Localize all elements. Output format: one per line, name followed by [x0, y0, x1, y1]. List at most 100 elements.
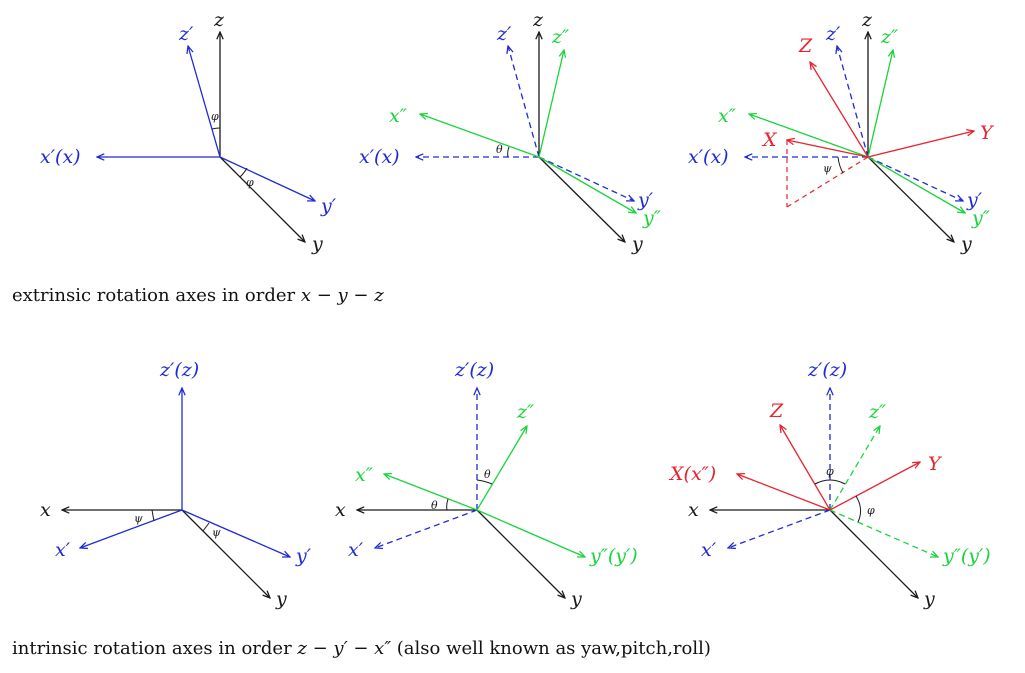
label-z-prime: z′ [178, 23, 194, 45]
z-prime-axis [508, 46, 540, 158]
label-Y: Y [928, 453, 943, 475]
x-prime-axis [728, 509, 831, 548]
z-double-prime-axis [538, 50, 564, 158]
z-prime-axis [837, 46, 869, 158]
theta-arc-left [446, 498, 449, 511]
y-axis [538, 156, 625, 242]
intrinsic-panel-2: z′(z) z″ x″ x x′ y″(y′) y θ θ [335, 359, 638, 610]
x-double-prime-axis [384, 474, 478, 511]
label-z-double-prime: z″ [516, 401, 534, 423]
z-prime-axis [188, 46, 221, 158]
label-x-prime: x′ [55, 539, 71, 561]
y-axis [476, 509, 565, 598]
label-phi-top: φ [826, 465, 834, 478]
label-z-double-prime: z″ [868, 401, 886, 423]
intrinsic-caption-text: intrinsic rotation axes in order [12, 638, 298, 659]
z-double-prime-axis [476, 426, 527, 511]
intrinsic-caption-math: z − y′ − x″ [297, 638, 392, 659]
label-theta: θ [496, 143, 503, 156]
label-z-prime-z: z′(z) [807, 359, 847, 381]
extrinsic-panel-3: Z z′ z z″ x″ X Y x′(x) y′ y″ y ψ [688, 9, 995, 255]
psi-arc [837, 156, 844, 174]
label-y-prime: y′ [637, 189, 654, 211]
y-axis [867, 156, 954, 242]
y-axis [181, 509, 270, 598]
x-prime-axis [80, 509, 183, 548]
label-theta-top: θ [484, 468, 491, 481]
label-x: x [335, 499, 346, 521]
y-double-prime-axis [476, 509, 585, 557]
label-z-double-prime: z″ [551, 26, 569, 48]
intrinsic-caption-suffix: (also well known as yaw,pitch,roll) [391, 638, 711, 659]
label-y-double-prime-y-prime: y″(y′) [589, 545, 638, 567]
label-psi-left: ψ [134, 512, 143, 525]
intrinsic-panel-1: z′(z) x x′ y′ y ψ ψ [40, 359, 312, 610]
Z-axis [810, 62, 869, 158]
label-y: y [631, 233, 643, 255]
Z-axis [780, 425, 831, 511]
phi-arc-top [211, 127, 221, 130]
label-y: y [923, 588, 935, 610]
psi-arc-left [151, 509, 155, 522]
label-x-prime: x′(x) [40, 146, 81, 168]
label-x-double-prime: x″ [718, 105, 736, 127]
X-axis [787, 140, 869, 158]
y-double-prime-axis [867, 156, 965, 213]
extrinsic-panel-2: z z′ z″ x″ x′(x) y′ y″ y θ [359, 9, 661, 255]
y-prime-axis [181, 509, 290, 557]
label-z-prime-z: z′(z) [454, 359, 494, 381]
label-y-prime: y′ [966, 189, 983, 211]
theta-arc-top [476, 479, 493, 485]
label-x-double-prime: x″ [355, 464, 373, 486]
intrinsic-panel-3: z′(z) Z z″ X(x″) Y x x′ y″(y′) y φ φ [668, 359, 991, 610]
projection-diagonal [786, 156, 869, 208]
label-z: z [861, 9, 873, 31]
z-double-prime-axis [829, 426, 880, 511]
label-y: y [570, 588, 582, 610]
phi-arc-right [855, 495, 862, 523]
extrinsic-caption-text: extrinsic rotation axes in order [12, 285, 301, 306]
label-x: x [688, 499, 699, 521]
z-double-prime-axis [867, 50, 893, 158]
label-z-prime: z′ [825, 23, 841, 45]
y-double-prime-axis [538, 156, 636, 213]
label-X-x-double-prime: X(x″) [668, 463, 716, 485]
label-y: y [275, 588, 287, 610]
Y-axis [829, 462, 920, 511]
label-x-prime: x′ [348, 539, 364, 561]
label-x-double-prime: x″ [389, 105, 407, 127]
label-x-prime: x′(x) [359, 146, 400, 168]
y-prime-axis [867, 156, 963, 201]
label-z-double-prime: z″ [880, 26, 898, 48]
extrinsic-caption-math: x − y − z [300, 285, 384, 306]
extrinsic-caption: extrinsic rotation axes in order x − y −… [12, 285, 384, 306]
label-y-double-prime: y″ [971, 207, 990, 229]
y-double-prime-axis [829, 509, 938, 557]
label-X: X [761, 129, 778, 151]
label-Z: Z [769, 400, 784, 422]
label-psi-right: ψ [212, 526, 221, 539]
label-Y: Y [980, 122, 995, 144]
y-prime-axis [219, 156, 315, 201]
label-x: x [40, 499, 51, 521]
label-z-prime: z′ [496, 23, 512, 45]
label-phi-right: φ [867, 504, 875, 517]
label-z: z [213, 9, 225, 31]
label-x-prime: x′(x) [688, 146, 729, 168]
label-Z: Z [798, 35, 813, 57]
label-y-prime: y′ [320, 195, 337, 217]
psi-arc-right [202, 522, 210, 532]
label-y: y [960, 233, 972, 255]
label-y-double-prime-y-prime: y″(y′) [942, 545, 991, 567]
y-axis [219, 156, 305, 242]
extrinsic-panel-1: z z′ x′(x) y′ y φ φ [40, 9, 337, 255]
label-z: z [532, 9, 544, 31]
label-z-prime-z: z′(z) [159, 359, 199, 381]
label-x-prime: x′ [701, 539, 717, 561]
label-y-prime: y′ [295, 545, 312, 567]
label-phi-bottom: φ [246, 176, 254, 189]
X-axis [737, 474, 831, 511]
y-axis [829, 509, 918, 598]
y-prime-axis [538, 156, 634, 201]
